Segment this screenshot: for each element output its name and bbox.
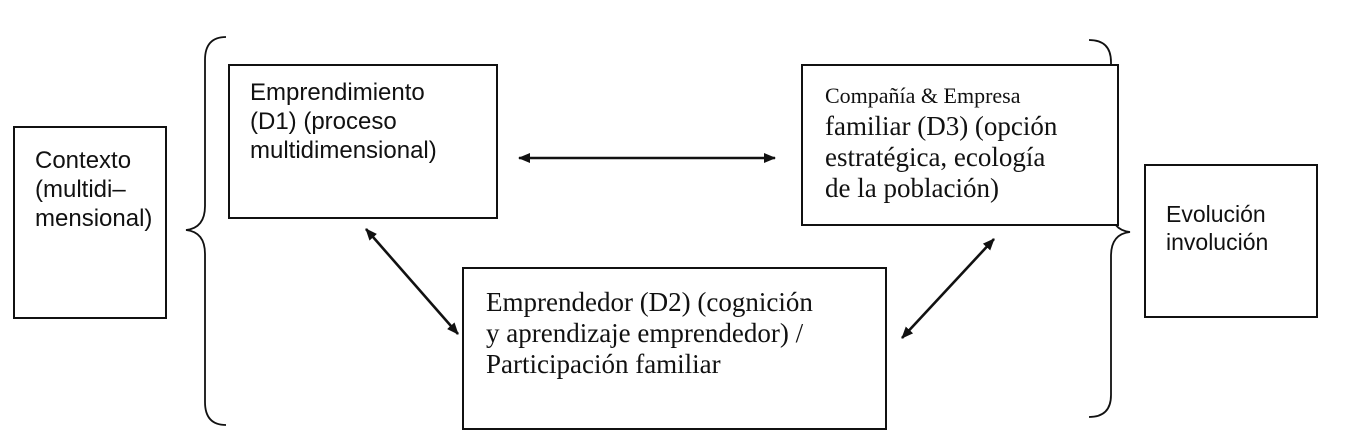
node-evolucion: Evolución involución	[1144, 164, 1318, 318]
arrow-d1-d2	[365, 228, 459, 335]
node-compania-empresa-d3: Compañía & Empresa familiar (D3) (opción…	[801, 64, 1119, 226]
node-d1-line-1: Emprendimiento	[250, 79, 425, 106]
node-d2-line-1: Emprendedor (D2) (cognición	[486, 287, 813, 317]
node-emprendedor-d2: Emprendedor (D2) (cognición y aprendizaj…	[462, 267, 887, 430]
arrow-d2-d3	[901, 238, 995, 339]
node-contexto-line-1: Contexto	[35, 147, 132, 174]
node-evolucion-line-2: involución	[1166, 229, 1269, 255]
right-group-brace	[1088, 39, 1131, 418]
left-group-brace	[185, 36, 227, 426]
node-emprendimiento-d1: Emprendimiento (D1) (proceso multidimens…	[228, 64, 498, 219]
node-contexto-line-3: mensional)	[35, 205, 153, 232]
node-d3-line-4: de la población)	[825, 173, 999, 203]
node-d1-line-2: (D1) (proceso	[250, 108, 397, 135]
node-d2-line-3: Participación familiar	[486, 349, 721, 379]
node-d1-line-3: multidimensional)	[250, 137, 437, 164]
node-d3-line-2: familiar (D3) (opción	[825, 111, 1058, 141]
node-contexto: Contexto (multidi– mensional)	[13, 126, 167, 319]
node-d2-line-2: y aprendizaje emprendedor) /	[486, 318, 804, 348]
node-d3-line-3: estratégica, ecología	[825, 142, 1046, 172]
node-contexto-line-2: (multidi–	[35, 176, 126, 203]
node-d3-line-1: Compañía & Empresa	[825, 83, 1021, 108]
node-evolucion-line-1: Evolución	[1166, 201, 1266, 227]
